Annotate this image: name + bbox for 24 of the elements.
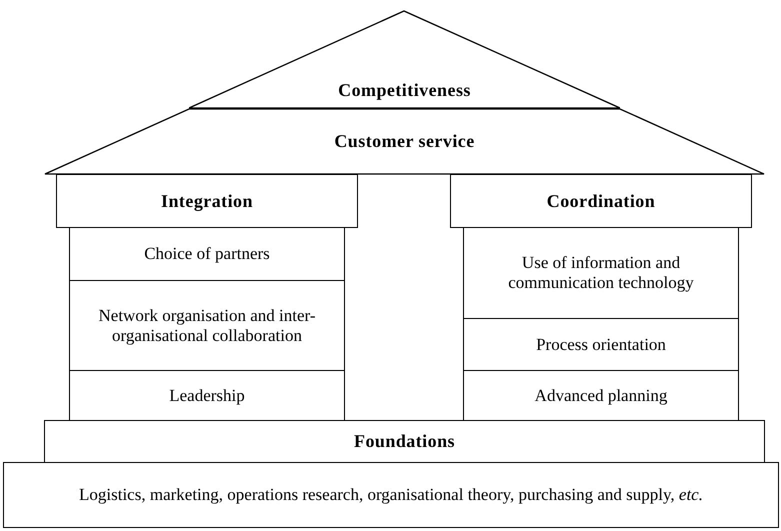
pillar-cell: [463, 227, 739, 319]
label-text: Logistics, marketing, operations research, organisational theory, purchasing and supply, etc.: [79, 485, 703, 505]
pillar-cell: [463, 318, 739, 371]
label-text: Network organisation and inter-organisational collaboration: [98, 306, 316, 346]
label-text: Competitiveness: [338, 80, 471, 101]
label-text: Use of information and communication technology: [507, 253, 695, 293]
label-text: Leadership: [169, 386, 245, 406]
pillar-header: [450, 174, 752, 228]
pillar-cell: [463, 370, 739, 421]
label-text: Integration: [161, 190, 253, 212]
pillar-cell: [69, 280, 345, 371]
foundation-band: [44, 420, 765, 463]
pillar-cell: [69, 370, 345, 421]
pillar-cell: [69, 227, 345, 281]
label-text: Choice of partners: [144, 244, 270, 264]
label-text: Process orientation: [536, 334, 666, 354]
roof-band: [44, 108, 765, 175]
label-text: Advanced planning: [534, 386, 668, 406]
label-text: Coordination: [546, 190, 656, 212]
base-band: [3, 462, 779, 528]
pillar-header: [56, 174, 358, 228]
label-text: Foundations: [354, 431, 455, 452]
roof-triangle: [189, 10, 620, 109]
label-text: Customer service: [334, 131, 475, 152]
